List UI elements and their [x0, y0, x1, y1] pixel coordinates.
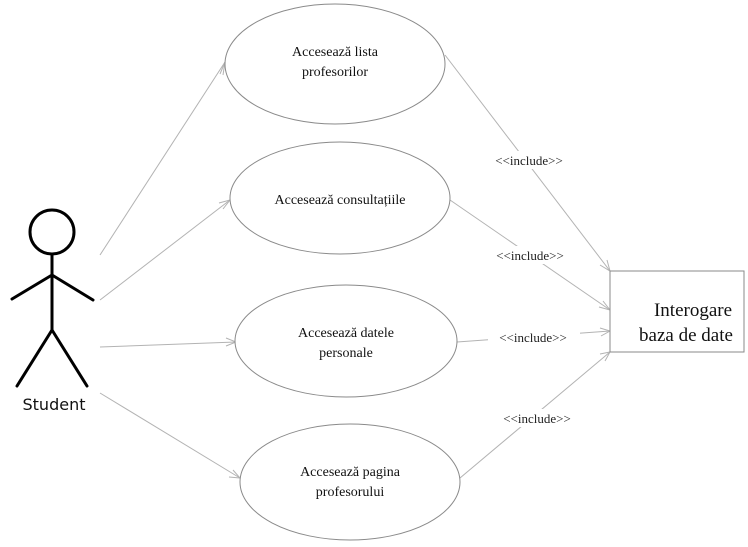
- actor-head: [28, 208, 76, 256]
- actor-right-leg: [50, 328, 89, 388]
- use-case-ellipse[interactable]: [229, 141, 451, 255]
- use-case-label: personale: [319, 346, 373, 361]
- use-case-ellipse[interactable]: [224, 3, 446, 125]
- database-box[interactable]: Interogare baza de date: [609, 270, 745, 353]
- database-label: baza de date: [639, 325, 733, 346]
- use-case-label: Accesează pagina: [300, 465, 401, 480]
- association-line: [99, 199, 231, 301]
- association-line: [99, 392, 241, 479]
- association-arrowhead: [228, 469, 242, 479]
- use-case-label: Accesează lista: [292, 45, 379, 60]
- actor-associations: [99, 61, 242, 479]
- include-label-bg: [484, 246, 576, 264]
- use-case-label: Accesează consultațiile: [275, 193, 406, 208]
- include-label-bg: [484, 151, 576, 169]
- database-label: Interogare: [654, 300, 732, 321]
- include-label: <<include>>: [499, 330, 567, 345]
- actor-left-arm: [10, 273, 54, 301]
- include-arrowhead: [598, 300, 612, 311]
- database-rect[interactable]: [609, 270, 745, 353]
- include-label: <<include>>: [496, 248, 564, 263]
- use-case-1[interactable]: Accesează lista profesorilor: [224, 3, 446, 125]
- actor-right-arm: [50, 273, 95, 302]
- use-case-2[interactable]: Accesează consultațiile: [229, 141, 451, 255]
- actor-label: Student: [23, 395, 86, 414]
- use-case-label: profesorului: [316, 485, 385, 500]
- student-actor: Student: [10, 208, 95, 414]
- association-line: [99, 61, 226, 256]
- include-relationships: <<include>> <<include>> <<include>> <<in…: [444, 54, 612, 479]
- use-case-label: profesorilor: [302, 65, 368, 80]
- include-label-bg: [488, 328, 580, 346]
- use-case-ellipse[interactable]: [239, 423, 461, 541]
- association-line: [99, 341, 237, 348]
- include-label: <<include>>: [495, 153, 563, 168]
- actor-left-leg: [15, 328, 54, 388]
- include-label: <<include>>: [503, 411, 571, 426]
- include-label-bg: [492, 409, 584, 427]
- use-case-4[interactable]: Accesează pagina profesorului: [239, 423, 461, 541]
- use-case-label: Accesează datele: [298, 326, 394, 341]
- use-case-ellipse[interactable]: [234, 284, 458, 398]
- use-case-3[interactable]: Accesează datele personale: [234, 284, 458, 398]
